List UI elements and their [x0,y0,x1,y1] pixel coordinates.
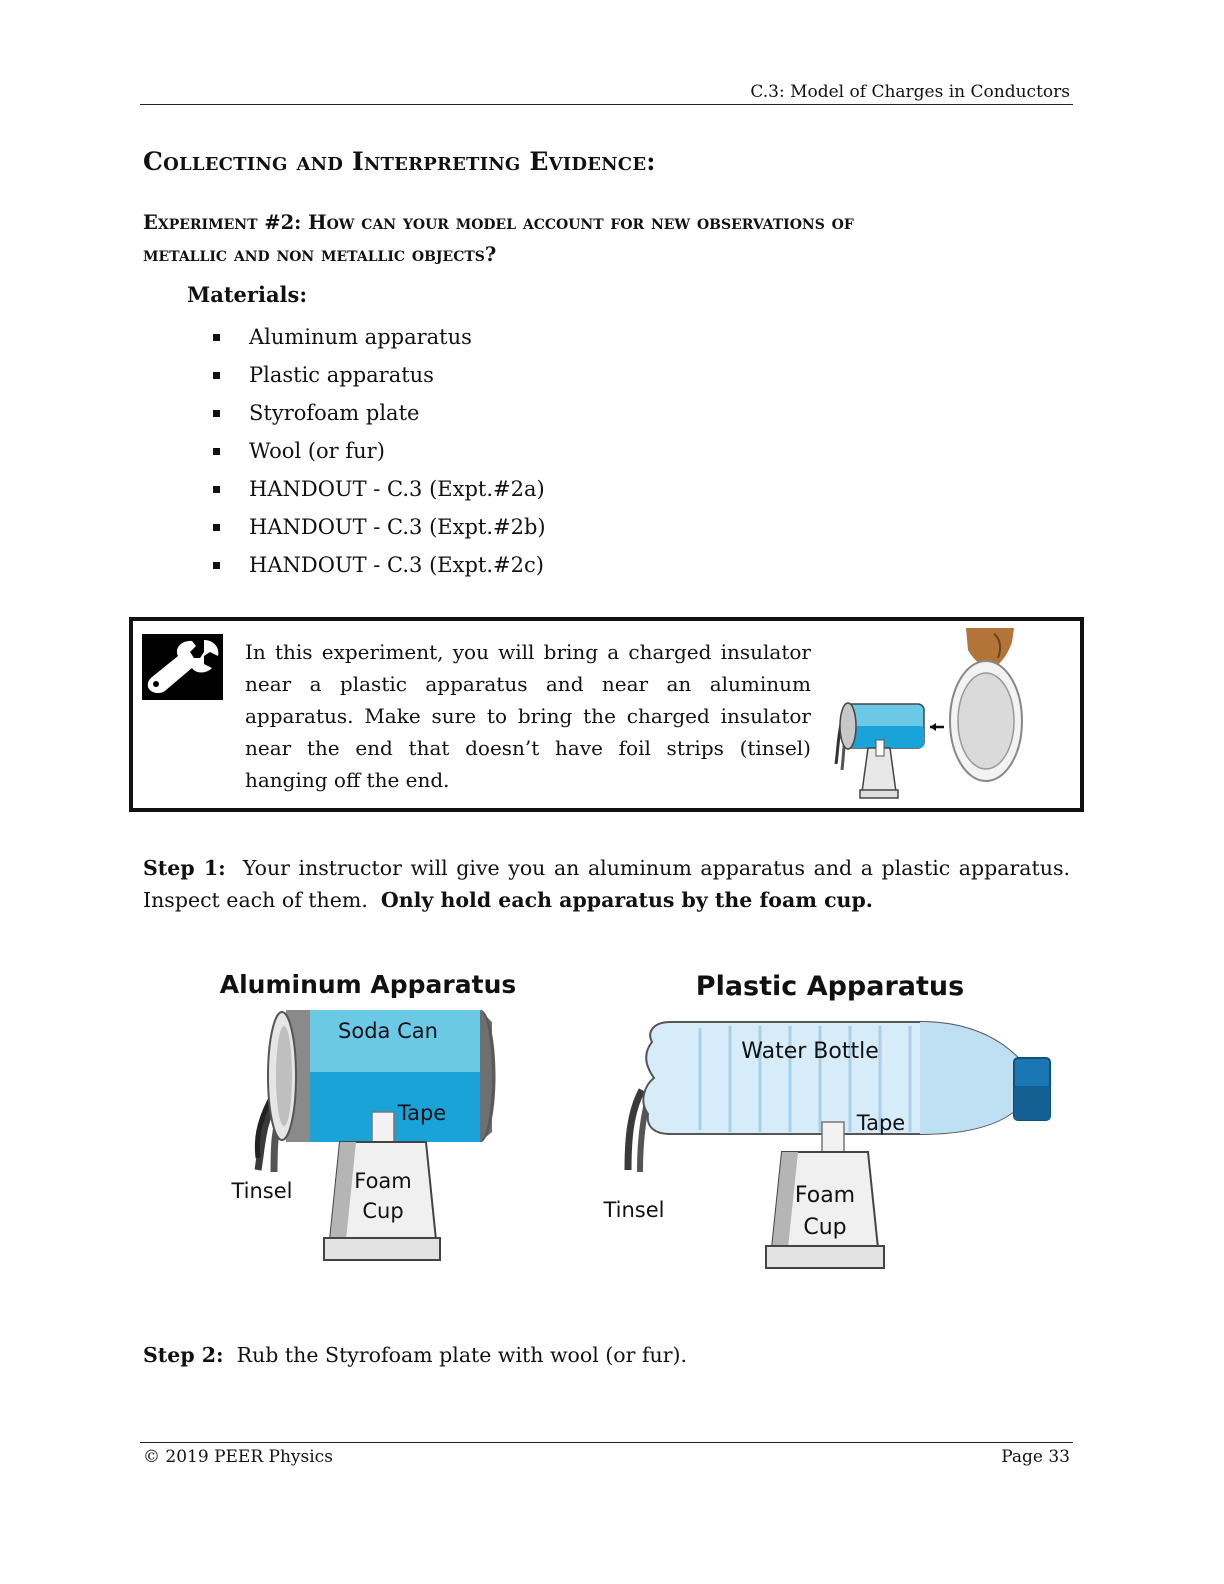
foam-label: Foam [795,1183,855,1208]
bullet-icon [213,523,220,531]
cup-label: Cup [803,1215,846,1240]
step-2-label: Step 2: [143,1343,224,1367]
step-1-label: Step 1: [143,856,226,880]
step-1: Step 1: Your instructor will give you an… [143,852,1070,916]
list-item: HANDOUT - C.3 (Expt.#2a) [213,470,546,508]
list-item: Aluminum apparatus [213,318,546,356]
step-1-text: Your instructor will give you an aluminu… [143,856,1077,912]
experiment-heading: Experiment #2: How can your model accoun… [143,207,1043,271]
bullet-icon [213,333,220,341]
foam-cup-icon [765,1151,885,1269]
note-text: In this experiment, you will bring a cha… [245,640,811,792]
list-item: HANDOUT - C.3 (Expt.#2c) [213,546,546,584]
step-2-text: Rub the Styrofoam plate with wool (or fu… [223,1343,688,1367]
bullet-icon [213,447,220,455]
wrench-icon [142,634,223,700]
tinsel-label: Tinsel [602,1198,664,1222]
aluminum-apparatus-title: Aluminum Apparatus [220,970,517,999]
apparatus-figure: Aluminum Apparatus Soda Can Tape Foam Cu… [220,970,1051,1269]
bullet-icon [213,485,220,493]
tape-label: Tape [856,1111,905,1135]
copyright: © 2019 PEER Physics [143,1447,333,1467]
foam-cup-icon [323,1141,441,1261]
bullet-icon [213,371,220,379]
plastic-apparatus-title: Plastic Apparatus [696,971,964,1002]
foam-label: Foam [354,1169,412,1193]
bullet-icon [213,561,220,569]
step-2: Step 2: Rub the Styrofoam plate with woo… [143,1343,687,1367]
materials-heading: Materials: [187,282,308,307]
experiment-heading-line-2: metallic and non metallic objects? [143,243,497,266]
list-item: HANDOUT - C.3 (Expt.#2b) [213,508,546,546]
water-bottle-label: Water Bottle [741,1039,878,1064]
bullet-icon [213,409,220,417]
water-bottle-icon [642,1021,1051,1135]
footer-rule [140,1442,1073,1443]
header-rule [140,104,1073,105]
experiment-heading-line-1: Experiment #2: How can your model accoun… [143,211,854,234]
list-item: Wool (or fur) [213,432,546,470]
instruction-note-box [129,617,1084,812]
list-item: Styrofoam plate [213,394,546,432]
soda-can-label: Soda Can [338,1019,438,1043]
cup-label: Cup [362,1199,403,1223]
tape-label: Tape [397,1101,446,1125]
arrow-icon [930,723,936,731]
section-heading: Collecting and Interpreting Evidence: [143,147,656,176]
step-1-bold-text: Only hold each apparatus by the foam cup… [380,888,873,912]
running-header: C.3: Model of Charges in Conductors [750,82,1070,102]
soda-can-icon [267,1010,496,1142]
tinsel-label: Tinsel [230,1179,292,1203]
list-item: Plastic apparatus [213,356,546,394]
page-number: Page 33 [1001,1447,1070,1467]
plate-and-can-illustration [834,628,1023,799]
hand-icon [966,628,1014,670]
materials-list: Aluminum apparatus Plastic apparatus Sty… [213,318,546,584]
